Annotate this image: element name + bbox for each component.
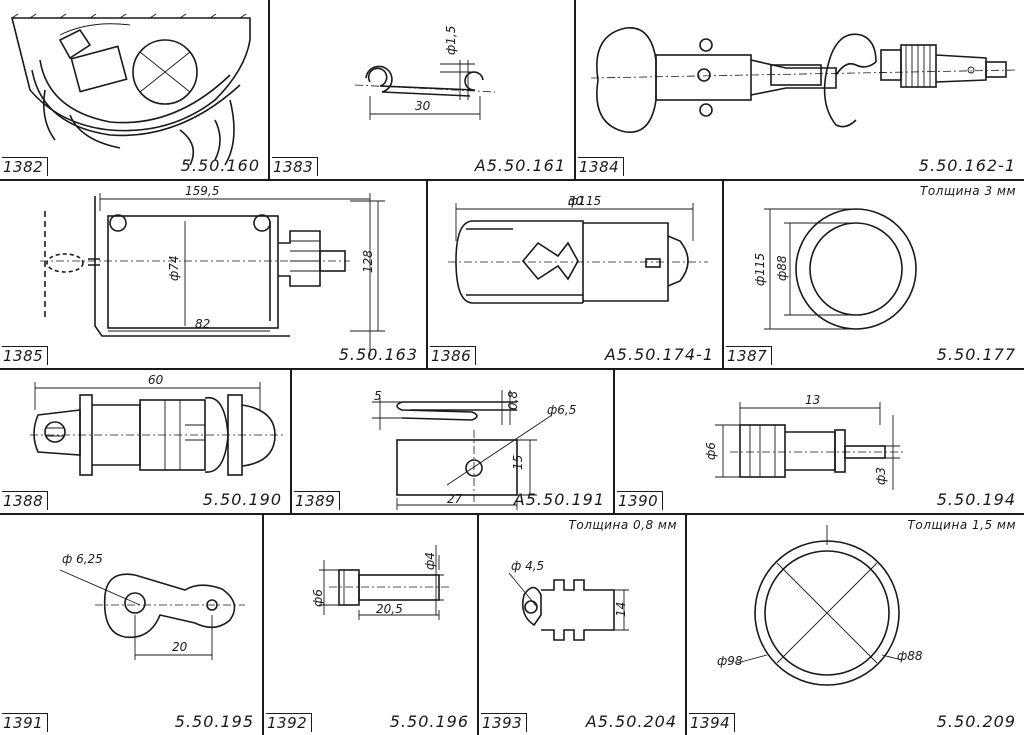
part-1387: ф115 ф88 Толщина 3 мм 1387 5.50.177 (724, 181, 1024, 370)
part-code: 5.50.162-1 (918, 156, 1016, 175)
dim-label: 13 (805, 393, 820, 407)
part-number: 1394 (689, 713, 736, 732)
part-1386: ф115 30 1386 А5.50.174-1 (428, 181, 724, 370)
part-code: 5.50.196 (389, 712, 469, 731)
dim-label: ф3 (874, 467, 888, 485)
part-code: А5.50.161 (474, 156, 566, 175)
part-code: 5.50.195 (174, 712, 254, 731)
part-1390: 13 ф6 ф3 1390 5.50.194 (615, 370, 1024, 515)
dim-label: 0,8 (506, 391, 520, 410)
part-1394: ф98 ф88 Толщина 1,5 мм 1394 5.50.209 (687, 515, 1024, 735)
part-1388-drawing: 60 (30, 373, 285, 476)
dim-label: 14 (614, 602, 628, 617)
dim-label: ф6 (704, 442, 718, 460)
part-number: 1387 (726, 346, 773, 365)
part-1383: ф1,5 30 1383 А5.50.161 (270, 0, 576, 181)
part-1388: 60 1388 5.50.190 (0, 370, 292, 515)
part-1391: ф 6,25 20 1391 5.50.195 (0, 515, 264, 735)
part-code: 5.50.209 (936, 712, 1016, 731)
dim-label: ф98 (717, 654, 743, 668)
part-number: 1391 (2, 713, 49, 732)
part-code: 5.50.194 (936, 490, 1016, 509)
part-1384-drawing (590, 27, 1017, 133)
part-1382: 1382 5.50.160 (0, 0, 270, 181)
dim-label: ф1,5 (444, 26, 458, 55)
part-number: 1383 (272, 157, 319, 176)
part-number: 1384 (578, 157, 625, 176)
part-1389-drawing: 5 0,8 ф6,5 15 27 (372, 389, 576, 510)
dim-label: 82 (195, 317, 210, 331)
part-number: 1393 (481, 713, 528, 732)
part-1382-drawing (10, 13, 251, 166)
part-1391-drawing: ф 6,25 20 (59, 552, 245, 660)
part-1392-drawing: ф4 ф6 20,5 (311, 545, 449, 620)
part-code: 5.50.177 (936, 345, 1016, 364)
part-1386-drawing: ф115 30 (448, 194, 708, 304)
dim-label: ф 4,5 (511, 559, 544, 573)
dim-label: 159,5 (185, 184, 219, 198)
part-1389: 5 0,8 ф6,5 15 27 1389 А5.50.191 (292, 370, 615, 515)
thickness-note: Толщина 1,5 мм (907, 518, 1016, 532)
part-1385-drawing: 159,5 ф74 82 128 (40, 184, 385, 356)
dim-label: ф88 (897, 649, 923, 663)
dim-label: 15 (511, 455, 525, 470)
dim-label: 27 (447, 492, 463, 506)
part-1394-drawing: ф98 ф88 (717, 525, 923, 686)
thickness-note: Толщина 3 мм (919, 184, 1016, 198)
dim-label: ф6,5 (547, 403, 576, 417)
part-code: А5.50.191 (513, 490, 605, 509)
part-code: А5.50.204 (585, 712, 677, 731)
part-1384: 1384 5.50.162-1 (576, 0, 1024, 181)
part-1383-drawing: ф1,5 30 (354, 26, 496, 120)
part-code: 5.50.190 (202, 490, 282, 509)
part-number: 1382 (2, 157, 49, 176)
dim-label: ф6 (311, 589, 325, 607)
dim-label: ф115 (753, 253, 767, 286)
thickness-note: Толщина 0,8 мм (568, 518, 677, 532)
dim-label: ф4 (423, 552, 437, 570)
dim-label: 30 (415, 99, 431, 113)
part-code: 5.50.163 (338, 345, 418, 364)
part-number: 1388 (2, 491, 49, 510)
dim-label: 20 (172, 640, 188, 654)
part-number: 1390 (617, 491, 664, 510)
dim-label: 20,5 (376, 602, 403, 616)
part-number: 1389 (294, 491, 341, 510)
part-1393-drawing: ф 4,5 14 (508, 559, 629, 641)
part-1393: ф 4,5 14 Толщина 0,8 мм 1393 А5.50.204 (479, 515, 687, 735)
dim-label: 128 (361, 250, 375, 273)
part-1390-drawing: 13 ф6 ф3 (704, 393, 905, 490)
part-code: 5.50.160 (180, 156, 260, 175)
dim-label: 60 (148, 373, 164, 387)
dim-label: ф 6,25 (62, 552, 103, 566)
part-1387-drawing: ф115 ф88 (753, 208, 917, 330)
part-number: 1386 (430, 346, 477, 365)
dim-label: 5 (374, 389, 382, 403)
dim-label: ф74 (167, 255, 181, 281)
dim-label: ф88 (775, 255, 789, 281)
part-number: 1392 (266, 713, 313, 732)
part-1385: 159,5 ф74 82 128 1385 5.50.163 (0, 181, 428, 370)
part-1392: ф4 ф6 20,5 1392 5.50.196 (264, 515, 479, 735)
dim-label: 30 (568, 194, 584, 208)
dim-label: ф115 (568, 194, 601, 208)
part-code: А5.50.174-1 (604, 345, 714, 364)
part-number: 1385 (2, 346, 49, 365)
